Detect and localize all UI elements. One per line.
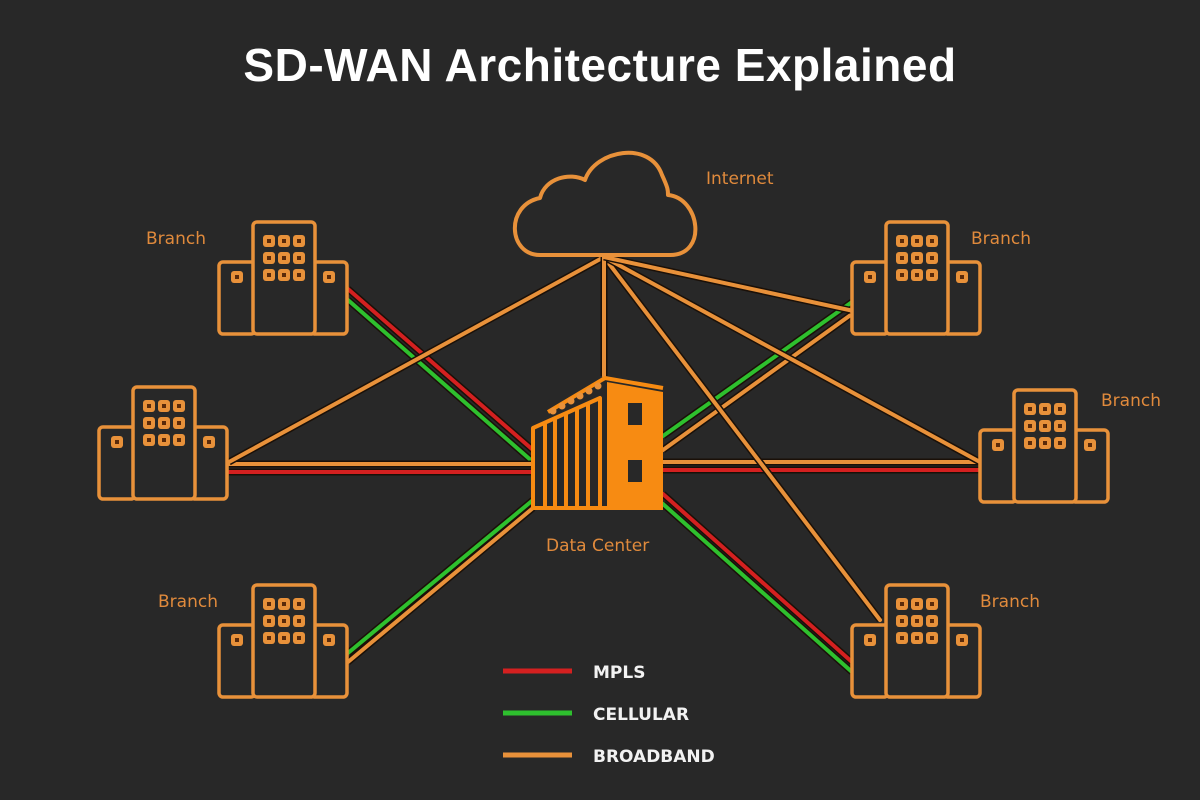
branch-top-left[interactable] <box>217 220 349 336</box>
link-cellular-branch-bottom-right-to-datacenter <box>661 502 854 674</box>
internet-label: Internet <box>706 169 774 189</box>
branch-top-right-label: Branch <box>971 229 1031 249</box>
internet-node[interactable]: Internet <box>512 150 774 257</box>
building-icon <box>850 220 982 336</box>
link-mpls-branch-top-left-to-datacenter <box>346 287 535 452</box>
branch-mid-left[interactable] <box>97 385 229 501</box>
building-icon <box>217 220 349 336</box>
branch-top-right[interactable] <box>850 220 982 336</box>
building-icon <box>978 388 1110 504</box>
link-cellular-branch-bottom-left-to-datacenter <box>346 498 535 655</box>
legend: MPLS CELLULAR BROADBAND <box>503 663 715 767</box>
building-icon <box>850 583 982 699</box>
branch-mid-right-label: Branch <box>1101 391 1161 411</box>
link-broadband-branch-bottom-left-to-datacenter <box>346 506 535 664</box>
branch-mid-right[interactable] <box>978 388 1110 504</box>
datacenter-node[interactable]: Data Center <box>531 375 664 556</box>
branch-bottom-right[interactable] <box>850 583 982 699</box>
datacenter-icon <box>531 375 664 510</box>
link-cellular-branch-top-left-to-datacenter <box>346 298 535 464</box>
link-mpls-branch-bottom-right-to-datacenter <box>661 492 854 664</box>
legend-item-broadband: BROADBAND <box>503 747 715 767</box>
link-cellular-branch-top-right-to-datacenter <box>661 300 854 438</box>
link-broadband-internet-to-branch-bottom-right <box>602 255 882 622</box>
legend-item-mpls: MPLS <box>503 663 645 683</box>
page-title: SD-WAN Architecture Explained <box>243 39 957 91</box>
link-broadband-internet-to-branch-mid-left <box>227 255 606 464</box>
legend-label-mpls: MPLS <box>593 663 645 683</box>
branch-bottom-right-label: Branch <box>980 592 1040 612</box>
branch-top-left-label: Branch <box>146 229 206 249</box>
legend-item-cellular: CELLULAR <box>503 705 689 725</box>
building-icon <box>217 583 349 699</box>
link-broadband-internet-to-branch-mid-right <box>602 255 982 464</box>
branch-bottom-left[interactable] <box>217 583 349 699</box>
legend-label-broadband: BROADBAND <box>593 747 715 767</box>
datacenter-label: Data Center <box>546 536 649 556</box>
branch-bottom-left-label: Branch <box>158 592 218 612</box>
links-layer <box>227 253 982 675</box>
cloud-icon <box>512 150 698 257</box>
building-icon <box>97 385 229 501</box>
legend-label-cellular: CELLULAR <box>593 705 689 725</box>
link-broadband-branch-top-right-to-datacenter <box>661 312 854 452</box>
link-broadband-internet-to-branch-top-right <box>602 255 865 315</box>
